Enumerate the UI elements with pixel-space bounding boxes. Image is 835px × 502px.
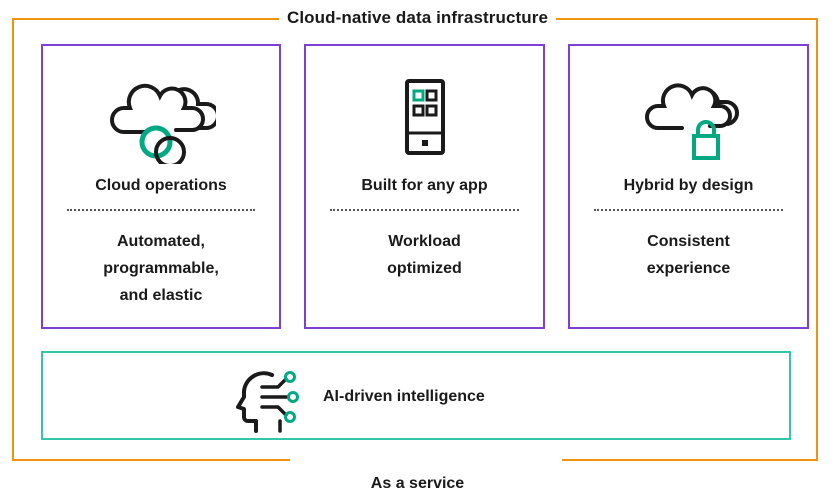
card-body-line: and elastic (119, 287, 203, 304)
card-title: Built for any app (361, 177, 488, 194)
card-body: Consistent experience (570, 228, 807, 282)
footer-wrap: As a service (0, 474, 835, 494)
diagram-title: Cloud-native data infrastructure (278, 6, 557, 30)
card-title: Cloud operations (95, 177, 227, 194)
cloud-lock-icon (570, 76, 807, 164)
card-body: Automated, programmable, and elastic (43, 228, 279, 309)
card-title: Hybrid by design (623, 177, 754, 194)
card-body-line: Automated, (117, 233, 205, 250)
mobile-app-icon (306, 76, 543, 164)
card-body: Workload optimized (306, 228, 543, 282)
title-wrap: Cloud-native data infrastructure (0, 6, 835, 30)
ai-intelligence-box: AI-driven intelligence (41, 351, 791, 440)
card-hybrid-by-design: Hybrid by design Consistent experience (568, 44, 809, 329)
card-body-line: Consistent (647, 233, 730, 250)
dotted-divider (330, 209, 519, 211)
ai-label: AI-driven intelligence (323, 388, 485, 405)
dotted-divider (67, 209, 255, 211)
card-body-line: experience (646, 260, 731, 277)
frame-bottom-right (562, 459, 818, 461)
card-cloud-operations: Cloud operations Automated, programmable… (41, 44, 281, 329)
frame-bottom-left (12, 459, 290, 461)
card-body-line: programmable, (103, 260, 219, 277)
footer-label: As a service (370, 475, 465, 492)
card-body-line: optimized (387, 260, 462, 277)
dotted-divider (594, 209, 783, 211)
cloud-link-icon (43, 76, 279, 164)
ai-head-icon (226, 369, 306, 438)
card-built-for-any-app: Built for any app Workload optimized (304, 44, 545, 329)
card-body-line: Workload (388, 233, 461, 250)
